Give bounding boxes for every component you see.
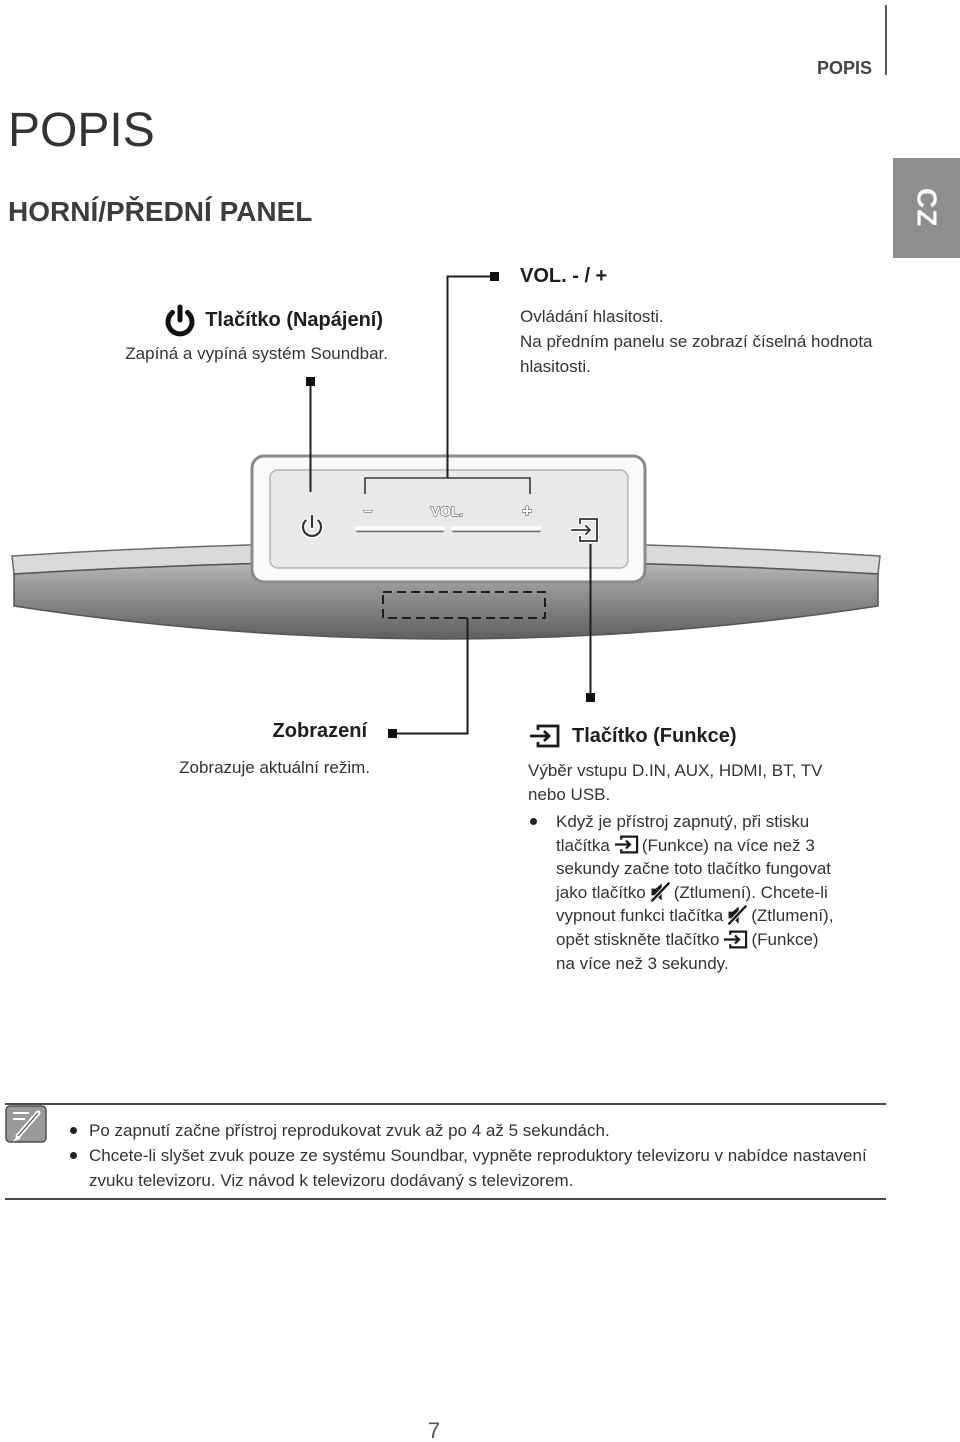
language-tab: CZ <box>893 158 960 258</box>
panel-volume-up-strip <box>451 526 542 533</box>
note-bullet <box>70 1152 77 1159</box>
mute-icon <box>648 880 672 904</box>
power-callout-marker <box>306 377 315 386</box>
function-bullet-text: (Funkce) <box>751 930 819 949</box>
panel-power-icon <box>300 513 324 539</box>
function-bullet-text: sekundy začne toto tlačítko fungovat <box>556 859 832 879</box>
function-bullet-text: (Ztlumení), <box>751 906 834 926</box>
note-text-line: Chcete-li slyšet zvuk pouze ze systému S… <box>89 1146 867 1165</box>
function-bullet-text: (Ztlumení). Chcete-li <box>673 882 828 902</box>
power-button-description: Zapíná a vypíná systém Soundbar. <box>125 344 388 363</box>
function-bullet-text: Když je přístroj zapnutý, při stisku <box>556 812 810 831</box>
input-source-icon <box>530 724 560 748</box>
input-source-icon <box>614 835 639 854</box>
function-button-title: Tlačítko (Funkce) <box>572 724 737 747</box>
note-icon <box>5 1105 47 1143</box>
function-bullet-line: na více než 3 sekundy. <box>556 952 729 976</box>
display-description: Zobrazuje aktuální režim. <box>179 758 370 777</box>
volume-description-line: hlasitosti. <box>520 357 591 376</box>
volume-callout-title: VOL. - / + <box>520 265 608 287</box>
function-description-line: Výběr vstupu D.IN, AUX, HDMI, BT, TV <box>528 761 823 780</box>
panel-volume-minus-label: – <box>364 503 373 520</box>
function-callout-title-row: Tlačítko (Funkce) <box>528 720 736 752</box>
volume-description-line: Ovládání hlasitosti. <box>520 307 664 326</box>
function-bullet-text: na více než 3 sekundy. <box>556 953 729 973</box>
display-callout-marker <box>388 729 397 738</box>
page-number: 7 <box>427 1418 441 1442</box>
function-bullet-text: jako tlačítko <box>556 882 646 902</box>
panel-volume-plus-label: + <box>522 501 533 521</box>
function-bullet-text: opět stiskněte tlačítko <box>556 930 720 949</box>
function-callout-marker <box>586 693 595 702</box>
function-bullet-line: sekundy začne toto tlačítko fungovat <box>556 857 831 881</box>
panel-input-source-icon <box>570 517 599 543</box>
function-description-line: nebo USB. <box>528 785 611 804</box>
volume-callout-line <box>446 275 490 478</box>
volume-description-line: Na předním panelu se zobrazí číselná hod… <box>520 332 873 351</box>
language-tab-label: CZ <box>911 188 943 228</box>
note-icon-wrapper <box>5 1105 47 1143</box>
note-bullet <box>70 1127 77 1134</box>
soundbar-front-face <box>13 560 879 640</box>
panel-volume-down-strip <box>355 526 445 533</box>
control-panel-surface <box>269 469 629 569</box>
input-source-icon <box>724 929 748 949</box>
page-title: POPIS <box>8 104 155 157</box>
section-subtitle: HORNÍ/PŘEDNÍ PANEL <box>8 196 313 227</box>
function-bullet-line: opět stiskněte tlačítko (Funkce) <box>556 928 819 952</box>
volume-callout-marker <box>490 272 499 281</box>
function-bullet-text: vypnout funkci tlačítka <box>556 906 724 926</box>
function-bullet-line: tlačítka (Funkce) na více než 3 <box>556 834 815 858</box>
function-bullet-line: jako tlačítko (Ztlumení). Chcete-li <box>556 880 828 905</box>
volume-bracket <box>364 477 531 494</box>
function-bullet-line: vypnout funkci tlačítka (Ztlumení), <box>556 903 834 928</box>
display-callout-title: Zobrazení <box>272 720 367 742</box>
mute-icon <box>726 903 749 928</box>
panel-volume-label: VOL. <box>431 503 464 519</box>
power-icon <box>165 304 195 337</box>
function-bullet-line: Když je přístroj zapnutý, při stisku <box>556 810 809 834</box>
function-bullet-text: (Funkce) na více než 3 <box>641 835 815 855</box>
function-bullet-text: tlačítka <box>556 835 610 855</box>
notes-top-rule <box>5 1103 886 1105</box>
power-button-title: Tlačítko (Napájení) <box>205 308 383 331</box>
note-text-line: Po zapnutí začne přístroj reprodukovat z… <box>89 1121 610 1140</box>
header-divider <box>885 5 887 75</box>
section-header-label: POPIS <box>816 58 872 78</box>
note-text-line: zvuku televizoru. Viz návod k televizoru… <box>89 1171 574 1190</box>
control-panel-frame <box>250 454 647 584</box>
power-callout-title-row: Tlačítko (Napájení) <box>100 303 383 337</box>
display-area-outline <box>382 591 546 619</box>
function-bullet <box>530 818 537 825</box>
display-callout-line <box>397 618 469 735</box>
soundbar-top-surface <box>11 541 881 575</box>
notes-bottom-rule <box>5 1198 886 1200</box>
